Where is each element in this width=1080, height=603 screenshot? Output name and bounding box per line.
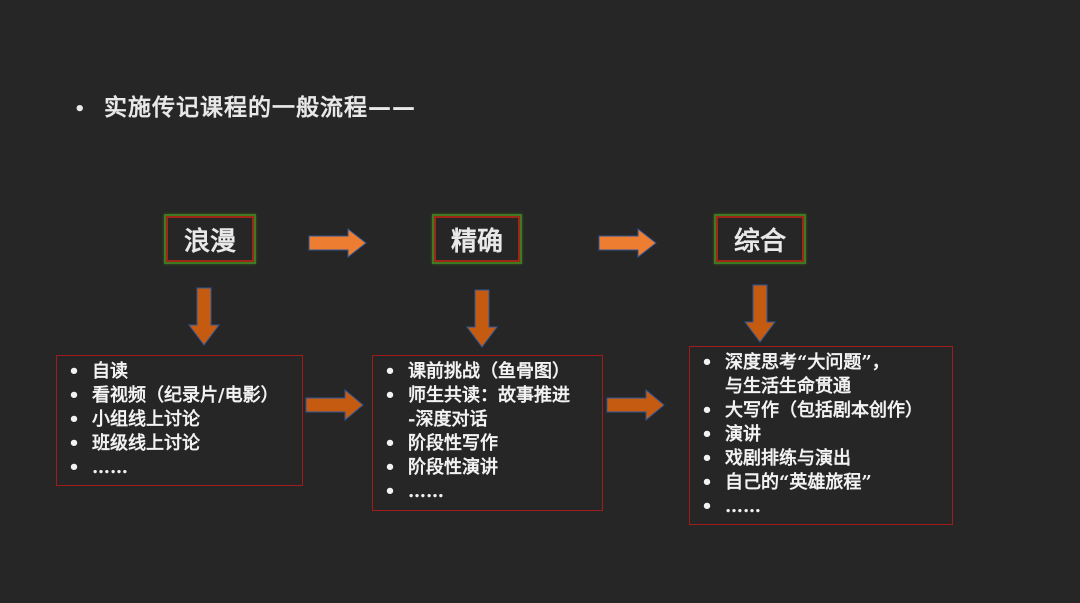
item-text: 自读 [92, 361, 128, 382]
arrow-right-icon [598, 228, 657, 258]
bullet: • [68, 361, 80, 382]
item-text: 大写作（包括剧本创作） [725, 400, 923, 421]
list-item: • 看视频（纪录片/电影） [65, 384, 296, 408]
item-text: 深度思考“大问题”， [725, 352, 890, 373]
arrow-down-icon [188, 287, 220, 346]
list-item: • …… [698, 495, 946, 519]
romance-activity-list: • 自读 • 看视频（纪录片/电影） • 小组线上讨论 • 班级线上讨论 • …… [65, 360, 296, 480]
synthesis-activity-list: • 深度思考“大问题”， 与生活生命贯通 • 大写作（包括剧本创作） • 演讲 • 戏剧… [698, 351, 946, 519]
bullet: • [384, 433, 396, 454]
list-item-continuation: -深度对话 [381, 408, 596, 432]
list-item: • 班级线上讨论 [65, 432, 296, 456]
bullet: • [701, 400, 713, 421]
item-text: …… [92, 457, 128, 478]
bullet: • [384, 457, 396, 478]
item-text: 戏剧排练与演出 [725, 448, 851, 469]
list-item: • 小组线上讨论 [65, 408, 296, 432]
item-text: 小组线上讨论 [92, 409, 200, 430]
romance-activities-box: • 自读 • 看视频（纪录片/电影） • 小组线上讨论 • 班级线上讨论 • …… [56, 355, 303, 486]
bullet: • [384, 361, 396, 382]
list-item-continuation: 与生活生命贯通 [698, 375, 946, 399]
bullet: • [68, 409, 80, 430]
stage-precision: 精确 [432, 214, 522, 264]
precision-activity-list: • 课前挑战（鱼骨图） • 师生共读：故事推进 -深度对话 • 阶段性写作 • 阶段性演… [381, 360, 596, 504]
bullet: • [701, 352, 713, 373]
bullet: • [701, 496, 713, 517]
item-text: …… [408, 481, 444, 502]
list-item: • …… [381, 480, 596, 504]
bullet: • [701, 472, 713, 493]
list-item: • 阶段性写作 [381, 432, 596, 456]
list-item: • 课前挑战（鱼骨图） [381, 360, 596, 384]
bullet: • [701, 424, 713, 445]
list-item: • 戏剧排练与演出 [698, 447, 946, 471]
list-item: • 深度思考“大问题”， [698, 351, 946, 375]
arrow-right-icon [308, 228, 367, 258]
title-text: 实施传记课程的一般流程—— [104, 95, 416, 121]
list-item: • 自读 [65, 360, 296, 384]
arrow-down-icon [744, 284, 776, 343]
arrow-down-icon [466, 289, 498, 348]
bullet: • [68, 457, 80, 478]
item-text: -深度对话 [408, 409, 488, 430]
stage-precision-label: 精确 [450, 226, 503, 257]
item-text: …… [725, 496, 761, 517]
slide-title: • 实施传记课程的一般流程—— [74, 88, 416, 122]
item-text: 看视频（纪录片/电影） [92, 385, 279, 406]
title-bullet: • [74, 99, 87, 120]
item-text: 师生共读：故事推进 [408, 385, 570, 406]
bullet: • [701, 448, 713, 469]
stage-romance-label: 浪漫 [183, 226, 236, 257]
item-text: 演讲 [725, 424, 761, 445]
bullet: • [68, 433, 80, 454]
stage-romance: 浪漫 [164, 214, 256, 264]
item-text: 与生活生命贯通 [725, 376, 851, 397]
item-text: 课前挑战（鱼骨图） [408, 361, 570, 382]
arrow-right-icon [606, 389, 665, 421]
item-text: 阶段性写作 [408, 433, 498, 454]
arrow-right-icon [305, 389, 364, 421]
precision-activities-box: • 课前挑战（鱼骨图） • 师生共读：故事推进 -深度对话 • 阶段性写作 • 阶段性演… [372, 355, 603, 511]
bullet: • [384, 481, 396, 502]
list-item: • …… [65, 456, 296, 480]
item-text: 自己的“英雄旅程” [725, 472, 872, 493]
bullet: • [68, 385, 80, 406]
synthesis-activities-box: • 深度思考“大问题”， 与生活生命贯通 • 大写作（包括剧本创作） • 演讲 • 戏剧… [689, 346, 953, 525]
list-item: • 师生共读：故事推进 [381, 384, 596, 408]
stage-synthesis: 综合 [714, 214, 806, 264]
stage-synthesis-label: 综合 [733, 226, 786, 257]
list-item: • 自己的“英雄旅程” [698, 471, 946, 495]
list-item: • 演讲 [698, 423, 946, 447]
list-item: • 阶段性演讲 [381, 456, 596, 480]
list-item: • 大写作（包括剧本创作） [698, 399, 946, 423]
bullet: • [384, 385, 396, 406]
item-text: 班级线上讨论 [92, 433, 200, 454]
item-text: 阶段性演讲 [408, 457, 498, 478]
